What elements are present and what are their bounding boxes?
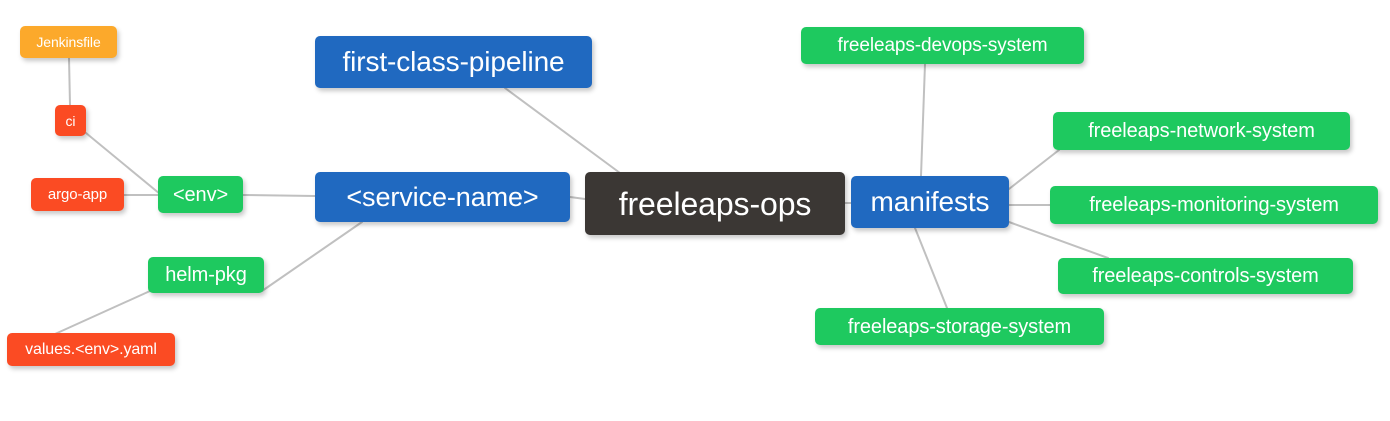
node-label: freeleaps-ops	[618, 185, 812, 222]
edge-manifests-to-network-system	[1008, 149, 1060, 190]
node-label: helm-pkg	[165, 264, 247, 286]
node-label: freeleaps-storage-system	[847, 315, 1072, 338]
node-service-name[interactable]: <service-name>	[315, 172, 570, 222]
node-helm-pkg[interactable]: helm-pkg	[148, 257, 264, 293]
edge-helm-pkg-to-values-yaml	[54, 290, 151, 335]
node-label: manifests	[870, 186, 990, 217]
edge-service-name-to-freeleaps-ops	[569, 196, 586, 200]
node-label: <env>	[172, 183, 229, 206]
node-jenkinsfile[interactable]: Jenkinsfile	[20, 26, 117, 58]
edge-jenkinsfile-to-ci	[68, 57, 71, 106]
node-label: first-class-pipeline	[342, 46, 565, 77]
node-argo-app[interactable]: argo-app	[31, 178, 124, 211]
node-manifests[interactable]: manifests	[851, 176, 1009, 228]
node-label: <service-name>	[346, 181, 539, 212]
node-values-yaml[interactable]: values.<env>.yaml	[7, 333, 175, 366]
edge-env-to-service-name	[242, 194, 316, 197]
node-label: freeleaps-monitoring-system	[1089, 194, 1339, 216]
node-label: argo-app	[47, 186, 108, 203]
node-monitoring-system[interactable]: freeleaps-monitoring-system	[1050, 186, 1378, 224]
node-storage-system[interactable]: freeleaps-storage-system	[815, 308, 1104, 345]
node-devops-system[interactable]: freeleaps-devops-system	[801, 27, 1084, 64]
node-network-system[interactable]: freeleaps-network-system	[1053, 112, 1350, 150]
edge-first-class-pipeline-to-freeleaps-ops	[504, 87, 621, 174]
node-label: values.<env>.yaml	[25, 340, 157, 358]
node-freeleaps-ops[interactable]: freeleaps-ops	[585, 172, 845, 235]
node-controls-system[interactable]: freeleaps-controls-system	[1058, 258, 1353, 294]
node-first-class-pipeline[interactable]: first-class-pipeline	[315, 36, 592, 88]
node-ci[interactable]: ci	[55, 105, 86, 136]
node-label: freeleaps-controls-system	[1092, 265, 1319, 287]
node-env[interactable]: <env>	[158, 176, 243, 213]
node-label: freeleaps-network-system	[1088, 120, 1315, 142]
node-label: ci	[65, 112, 76, 129]
edge-service-name-to-helm-pkg	[261, 221, 363, 292]
node-label: freeleaps-devops-system	[837, 35, 1048, 56]
edge-manifests-to-storage-system	[914, 227, 948, 309]
edge-manifests-to-controls-system	[1008, 221, 1109, 259]
node-label: Jenkinsfile	[36, 34, 101, 50]
edge-devops-system-to-manifests	[920, 63, 926, 177]
